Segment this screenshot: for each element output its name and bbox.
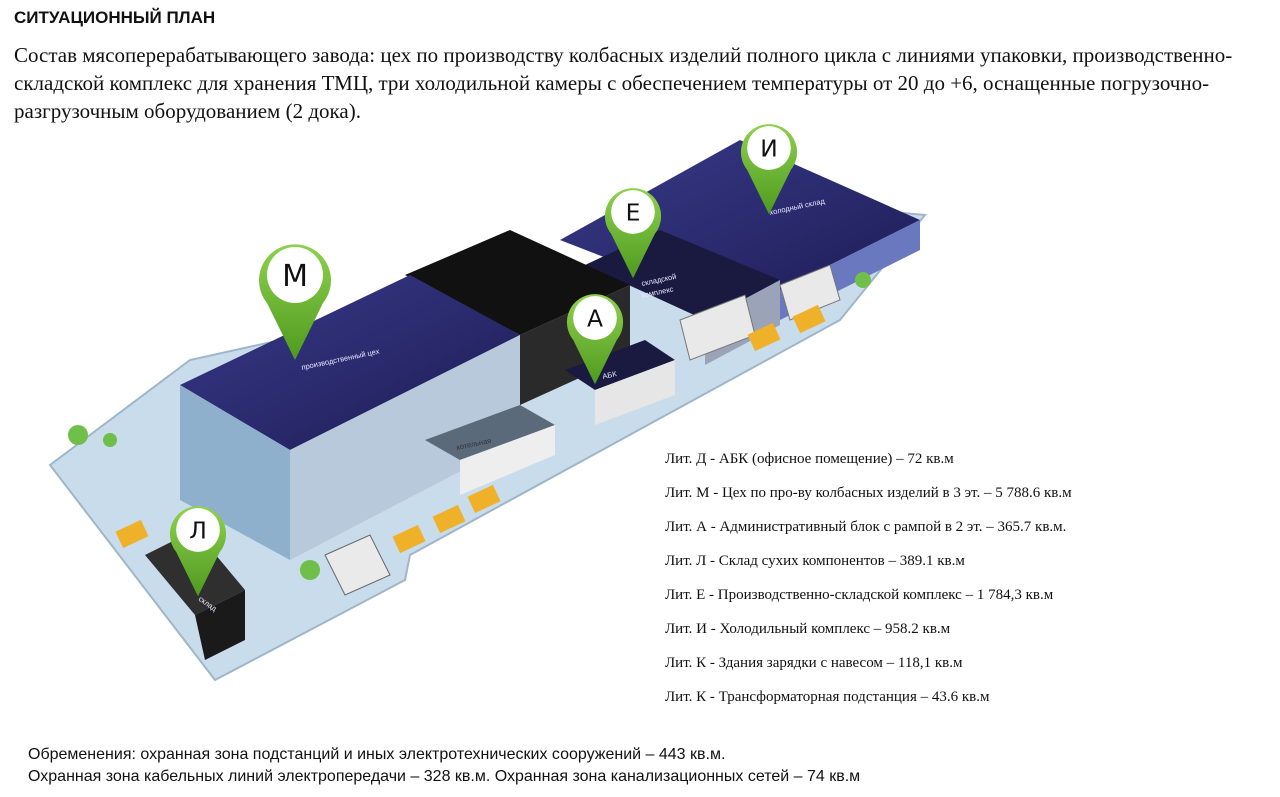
site-plan-illustration: производственный цех складской комплекс … xyxy=(48,124,927,682)
production-wall-side xyxy=(180,385,290,560)
legend-item: Лит. К - Трансформаторная подстанция – 4… xyxy=(665,689,990,705)
boiler-wall xyxy=(460,425,555,495)
tree xyxy=(855,272,871,288)
pin-l: Л xyxy=(169,506,227,597)
production-roof xyxy=(180,275,520,450)
encumbrances-note: Обременения: охранная зона подстанций и … xyxy=(28,744,860,788)
legend-item: Лит. Д - АБК (офисное помещение) – 72 кв… xyxy=(665,451,954,467)
footer-line-1: Обременения: охранная зона подстанций и … xyxy=(28,746,726,763)
truck xyxy=(747,322,781,352)
pin-a-letter: А xyxy=(587,305,603,333)
truck xyxy=(432,504,466,534)
tree xyxy=(300,560,320,580)
pin-e-letter: Е xyxy=(626,199,641,227)
legend-item: Лит. Л - Склад сухих компонентов – 389.1… xyxy=(665,553,965,569)
boiler-roof xyxy=(425,405,555,460)
pin-i-letter: И xyxy=(760,135,778,163)
page-title: СИТУАЦИОННЫЙ ПЛАН xyxy=(14,8,216,27)
legend-item: Лит. А - Административный блок с рампой … xyxy=(665,519,1067,535)
legend-item: Лит. К - Здания зарядки с навесом – 118,… xyxy=(665,655,963,671)
legend-list: Лит. Д - АБК (офисное помещение) – 72 кв… xyxy=(665,451,1072,723)
pin-m: М xyxy=(259,244,331,360)
label-abk: АБК xyxy=(602,369,618,381)
pin-m-letter: М xyxy=(282,259,308,294)
intro-text: Состав мясоперерабатывающего завода: цех… xyxy=(14,43,1233,123)
production-wall-front xyxy=(290,335,520,560)
truck xyxy=(115,519,149,549)
truck xyxy=(792,304,826,334)
legend-item: Лит. Е - Производственно-складской компл… xyxy=(665,587,1054,603)
abk-wall xyxy=(595,360,675,425)
legend-item: Лит. М - Цех по про-ву колбасных изделий… xyxy=(665,485,1072,501)
substation xyxy=(324,534,391,596)
tree xyxy=(103,433,117,447)
footer-line-2: Охранная зона кабельных линий электропер… xyxy=(28,768,861,785)
truck xyxy=(467,484,501,514)
legend-item: Лит. И - Холодильный комплекс – 958.2 кв… xyxy=(665,621,951,637)
truck xyxy=(392,524,426,554)
tree xyxy=(68,425,88,445)
pin-l-letter: Л xyxy=(189,517,207,545)
pin-i: И xyxy=(740,124,798,215)
sklad-wall xyxy=(195,590,245,660)
pin-a: А xyxy=(566,294,624,385)
pin-e: Е xyxy=(604,188,662,279)
loading-building-2 xyxy=(779,264,841,321)
